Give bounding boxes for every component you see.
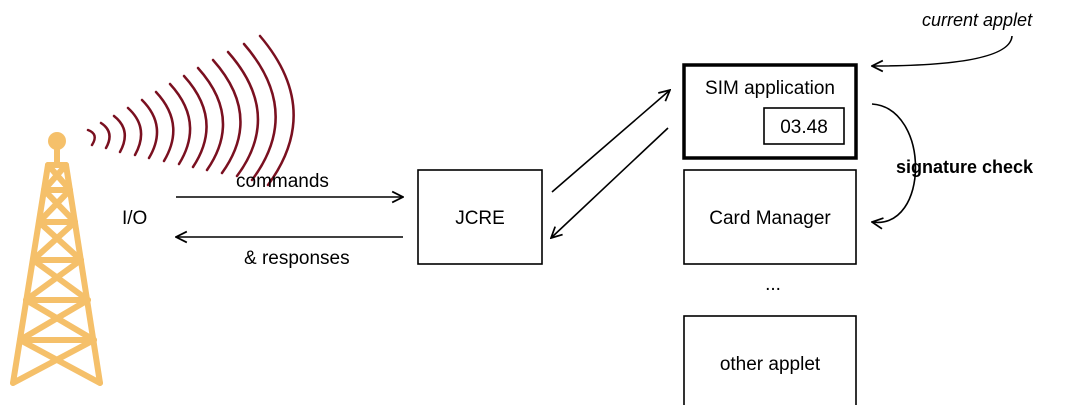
sim-to-jcre-arrow <box>551 127 669 238</box>
responses-label: & responses <box>244 248 350 269</box>
radio-waves-icon <box>86 34 295 187</box>
sim-version-label: 03.48 <box>780 117 828 138</box>
card-manager-label: Card Manager <box>709 208 831 229</box>
jcre-to-sim-arrow <box>551 90 670 193</box>
ellipsis-label: ... <box>765 274 781 295</box>
card-manager-box <box>683 169 857 265</box>
current-applet-label: current applet <box>922 10 1033 30</box>
other-applet-label: other applet <box>720 354 821 375</box>
jcre-label: JCRE <box>455 208 505 229</box>
signature-check-arrow <box>872 103 917 222</box>
current-applet-arrow <box>872 35 1013 66</box>
io-label: I/O <box>122 208 147 229</box>
jcre-box <box>417 169 543 265</box>
sim-application-label: SIM application <box>705 78 835 99</box>
antenna-tower-icon <box>10 132 103 386</box>
other-applet-box <box>683 315 857 405</box>
commands-label: commands <box>236 171 329 192</box>
signature-check-label: signature check <box>896 157 1034 177</box>
sim-version-box <box>763 107 845 145</box>
